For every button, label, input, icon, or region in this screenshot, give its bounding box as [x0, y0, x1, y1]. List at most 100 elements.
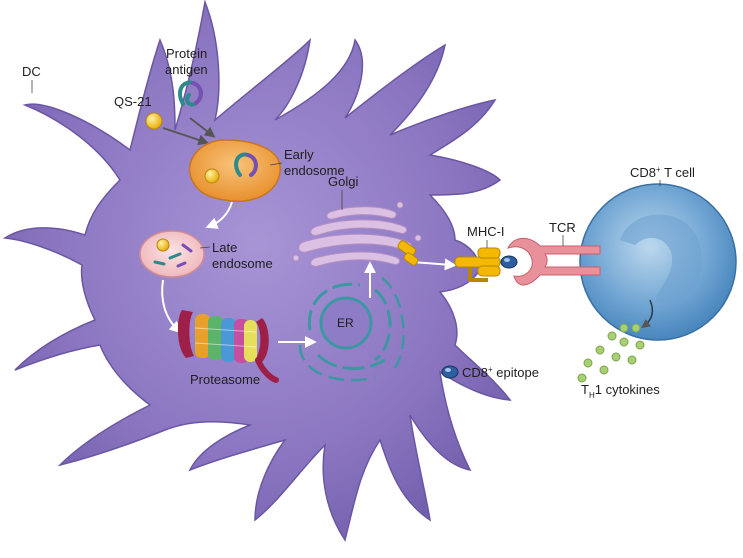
t-cell-secretion-arrow	[641, 299, 654, 329]
dendritic-cell	[2, 0, 512, 542]
arrow-qs21-entry	[162, 127, 210, 146]
protein-antigen-icon-accent	[191, 81, 203, 105]
mhc-cargo-icon-2	[403, 252, 419, 266]
label-cd8-epitope-prefix: CD8	[462, 365, 488, 380]
cd8-t-cell	[579, 183, 737, 341]
golgi-cisterna-1	[326, 206, 397, 220]
mhc-i-head-bottom	[477, 265, 501, 277]
late-endosome-fragment-4	[176, 261, 187, 268]
tcr-molecule	[500, 237, 601, 286]
golgi-vesicle-3	[292, 254, 300, 262]
er-core	[319, 296, 373, 350]
mhc-i-membrane-anchor	[468, 267, 488, 282]
pathway-arrows	[161, 201, 457, 348]
labels: DC QS-21 Protein antigen Early endosome …	[22, 46, 695, 400]
label-golgi: Golgi	[328, 174, 358, 189]
cytokine-dot	[627, 355, 637, 365]
late-endosome-fragment-2	[181, 243, 193, 253]
late-endosome-fragment-1	[168, 252, 182, 260]
label-th1-suffix: 1 cytokines	[595, 382, 661, 397]
endoplasmic-reticulum	[298, 276, 405, 382]
er-membrane-2	[374, 288, 392, 362]
t-cell-body	[579, 183, 737, 341]
cytokine-dot	[611, 352, 621, 362]
cd8-epitope-bound-highlight	[504, 258, 510, 262]
qs21-particle	[145, 112, 163, 130]
mhc-i-head-top	[477, 247, 501, 259]
proteasome-band-2	[194, 342, 257, 348]
proteasome-ring-1	[195, 314, 210, 358]
uptake-arrows	[162, 117, 216, 146]
leader-late-endosome	[199, 246, 211, 249]
label-th1-cytokines: TH1 cytokines	[581, 382, 660, 400]
golgi-cisterna-4	[310, 251, 401, 267]
label-th1-t: T	[581, 382, 589, 397]
early-endosome-body	[189, 139, 281, 202]
label-mhc-i: MHC-I	[467, 224, 505, 239]
label-dc: DC	[22, 64, 41, 79]
mhc-cargo	[397, 240, 419, 266]
early-endosome-antigen-accent	[246, 153, 258, 177]
proteasome	[177, 310, 279, 383]
label-protein-antigen-line2: antigen	[165, 62, 208, 77]
cytokine-dot	[635, 340, 645, 350]
arrow-golgi-to-mhc	[411, 258, 457, 271]
label-late-endosome-line1: Late	[212, 240, 237, 255]
late-endosome-body	[139, 230, 205, 278]
label-th1-h: H	[589, 391, 595, 400]
label-er: ER	[337, 316, 354, 330]
late-endosome	[139, 230, 205, 278]
golgi-vesicle-1	[396, 201, 404, 209]
early-endosome	[189, 139, 281, 202]
th1-cytokines	[577, 323, 645, 383]
qs21-icon	[145, 112, 163, 130]
cytokine-dot	[595, 345, 605, 355]
dendritic-cell-body	[2, 0, 512, 542]
er-membrane-4	[298, 344, 376, 382]
label-cd8-epitope-sup: +	[488, 365, 493, 374]
mhc-cargo-icon	[397, 240, 416, 257]
label-cd8-t-cell: CD8+ T cell	[630, 165, 695, 180]
early-endosome-qs21-icon	[204, 168, 220, 184]
er-membrane-5	[381, 276, 405, 369]
arrow-early-to-late	[205, 201, 233, 229]
label-cd8-epitope: CD8+ epitope	[462, 365, 539, 380]
arrow-late-to-proteasome	[161, 279, 182, 334]
cd8-epitope-legend-highlight	[445, 368, 451, 372]
label-qs21: QS-21	[114, 94, 152, 109]
label-cd8-t-cell-suffix: T cell	[661, 165, 695, 180]
leader-lines	[31, 80, 661, 249]
label-cd8-t-cell-sup: +	[656, 165, 661, 174]
label-early-endosome-line2: endosome	[284, 163, 345, 178]
cytokine-dot	[619, 323, 629, 333]
tcr-body	[506, 237, 601, 286]
golgi-apparatus	[292, 201, 422, 267]
mhc-i-molecule	[454, 247, 501, 282]
label-early-endosome-line1: Early	[284, 147, 314, 162]
cytokine-dot	[599, 365, 609, 375]
golgi-cisterna-2	[310, 219, 408, 236]
leader-early-endosome	[269, 162, 283, 166]
late-endosome-fragment-3	[153, 260, 166, 266]
golgi-vesicle-2	[414, 234, 422, 242]
t-cell-nucleus-highlight	[620, 214, 702, 310]
cytokine-dot	[607, 331, 617, 341]
cd8-epitope-legend-icon	[441, 365, 459, 379]
proteasome-ring-3	[221, 318, 236, 362]
proteasome-ring-5	[244, 320, 257, 362]
arrow-antigen-entry	[189, 117, 216, 138]
proteasome-cap-left	[177, 310, 194, 358]
cytokine-dot	[619, 337, 629, 347]
protein-antigen	[178, 80, 203, 107]
cytokine-dot	[583, 358, 593, 368]
cd8-epitope-bound-icon	[500, 255, 518, 269]
cytokine-dot	[577, 373, 587, 383]
mhc-i-stalk	[454, 256, 501, 268]
proteasome-ring-2	[208, 316, 223, 360]
late-endosome-qs21-icon	[156, 238, 170, 252]
label-protein-antigen-line1: Protein	[166, 46, 207, 61]
label-tcr: TCR	[549, 220, 576, 235]
er-membrane-1	[307, 282, 361, 331]
